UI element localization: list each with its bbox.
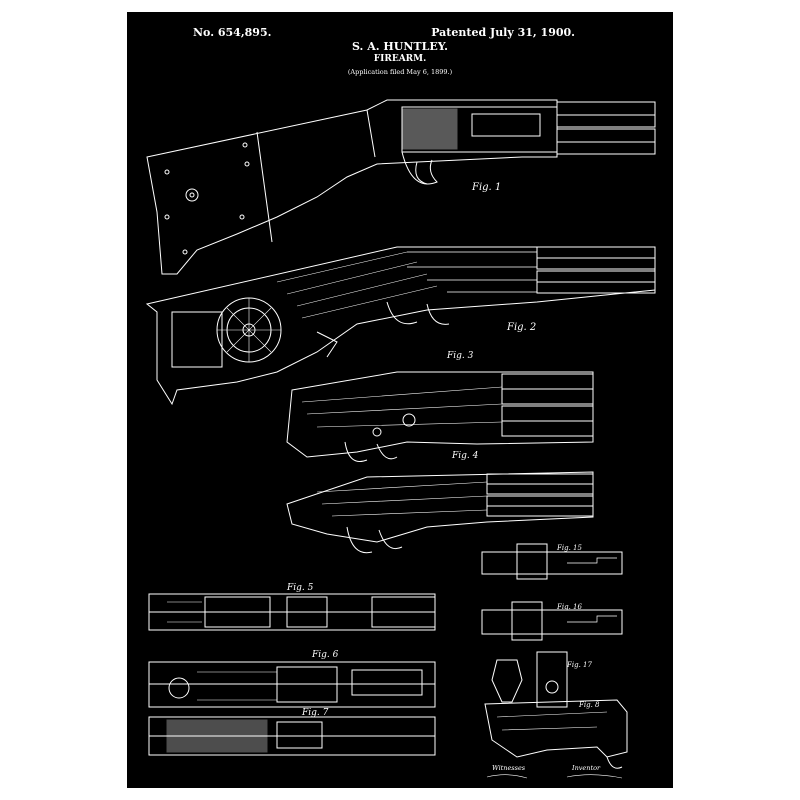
inventor-name: S. A. HUNTLEY. — [351, 40, 448, 53]
figure-8-detail — [484, 699, 628, 769]
patent-date: Patented July 31, 1900. — [431, 26, 575, 39]
patent-number: No. 654,895. — [193, 26, 272, 39]
fig16-label: Fig. 16 — [556, 603, 582, 611]
figure-7-section — [148, 716, 436, 756]
figure-2-section — [145, 246, 656, 406]
figure-3-section — [286, 371, 594, 462]
fig7-label: Fig. 7 — [301, 708, 329, 718]
figure-17-detail — [491, 651, 568, 708]
patent-poster: No. 654,895. Patented July 31, 1900. S. … — [127, 12, 673, 788]
figure-1-rifle — [146, 99, 656, 275]
fig6-label: Fig. 6 — [311, 650, 339, 660]
fig17-label: Fig. 17 — [566, 661, 592, 669]
inventor-label: Inventor — [571, 764, 601, 772]
fig15-label: Fig. 15 — [556, 544, 582, 552]
figure-6-section — [148, 661, 436, 708]
fig4-label: Fig. 4 — [451, 451, 479, 461]
patent-drawings: Fig. 1 Fig. 2 Fig. 3 Fig. 4 Fig. 5 Fig. … — [145, 99, 656, 779]
fig2-label: Fig. 2 — [506, 322, 536, 333]
fig1-label: Fig. 1 — [471, 182, 501, 193]
signature-strokes — [486, 774, 623, 779]
fig5-label: Fig. 5 — [286, 583, 314, 593]
witnesses-label: Witnesses — [492, 764, 526, 772]
fig8-label: Fig. 8 — [578, 701, 600, 709]
fig3-label: Fig. 3 — [446, 351, 474, 361]
figure-16-detail — [481, 601, 623, 641]
application-date: (Application filed May 6, 1899.) — [347, 68, 453, 76]
figure-4-section — [286, 471, 594, 554]
figure-5-section — [148, 593, 436, 631]
figure-15-detail — [481, 543, 623, 580]
patent-title: FIREARM. — [373, 54, 427, 64]
